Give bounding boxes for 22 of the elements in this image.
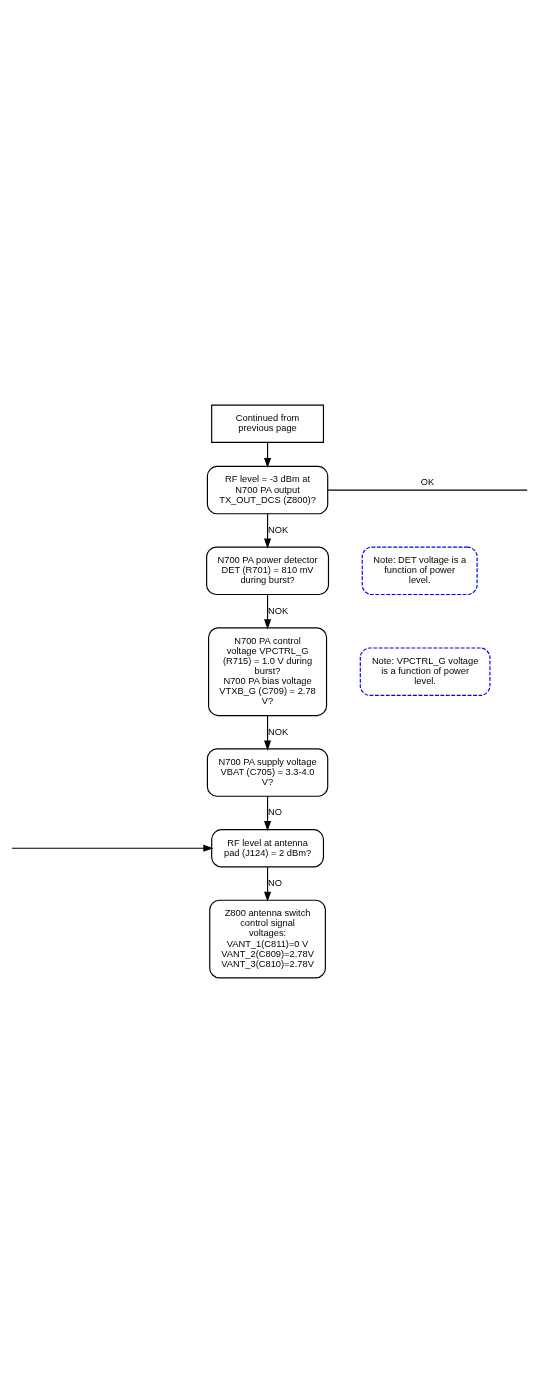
arrow <box>264 795 272 832</box>
arrow <box>264 594 272 630</box>
edge-label: NOK <box>267 605 289 616</box>
arrow <box>264 866 272 902</box>
node-box: Note: DET voltage is a function of power level. <box>361 546 478 596</box>
edge-label: NO <box>267 878 282 888</box>
arrow <box>11 844 214 852</box>
connector <box>327 489 528 491</box>
node-box: N700 PA supply voltage VBAT (C705) = 3.3-4.0 V? <box>206 748 329 797</box>
edge-label: NOK <box>267 524 289 535</box>
node-box: RF level at antenna pad (J124) = 2 dBm? <box>211 829 324 868</box>
edge-label: NO <box>267 807 282 818</box>
node-box: Continued from previous page <box>211 404 324 443</box>
node-box: Z800 antenna switch control signal voltages: VANT_1(C811)=0 V VANT_2(C809)=2.78V VANT_3(C810)=2.78V <box>209 899 326 979</box>
node-box: N700 PA power detector DET (R701) = 810 mV during burst? <box>206 546 330 596</box>
node-box: RF level = -3 dBm at N700 PA output TX_OUT_DCS (Z800)? <box>206 465 329 515</box>
edge-label: OK <box>420 477 435 488</box>
edge-label: NOK <box>267 726 289 737</box>
node-box: Note: VPCTRL_G voltage is a function of power level. <box>359 647 491 696</box>
arrow <box>264 715 272 751</box>
arrow <box>264 513 272 549</box>
node-box: N700 PA control voltage VPCTRL_G (R715) = 1.0 V during burst? N700 PA bias voltage VTXB_G (C709) = 2.78 V? <box>208 627 328 717</box>
